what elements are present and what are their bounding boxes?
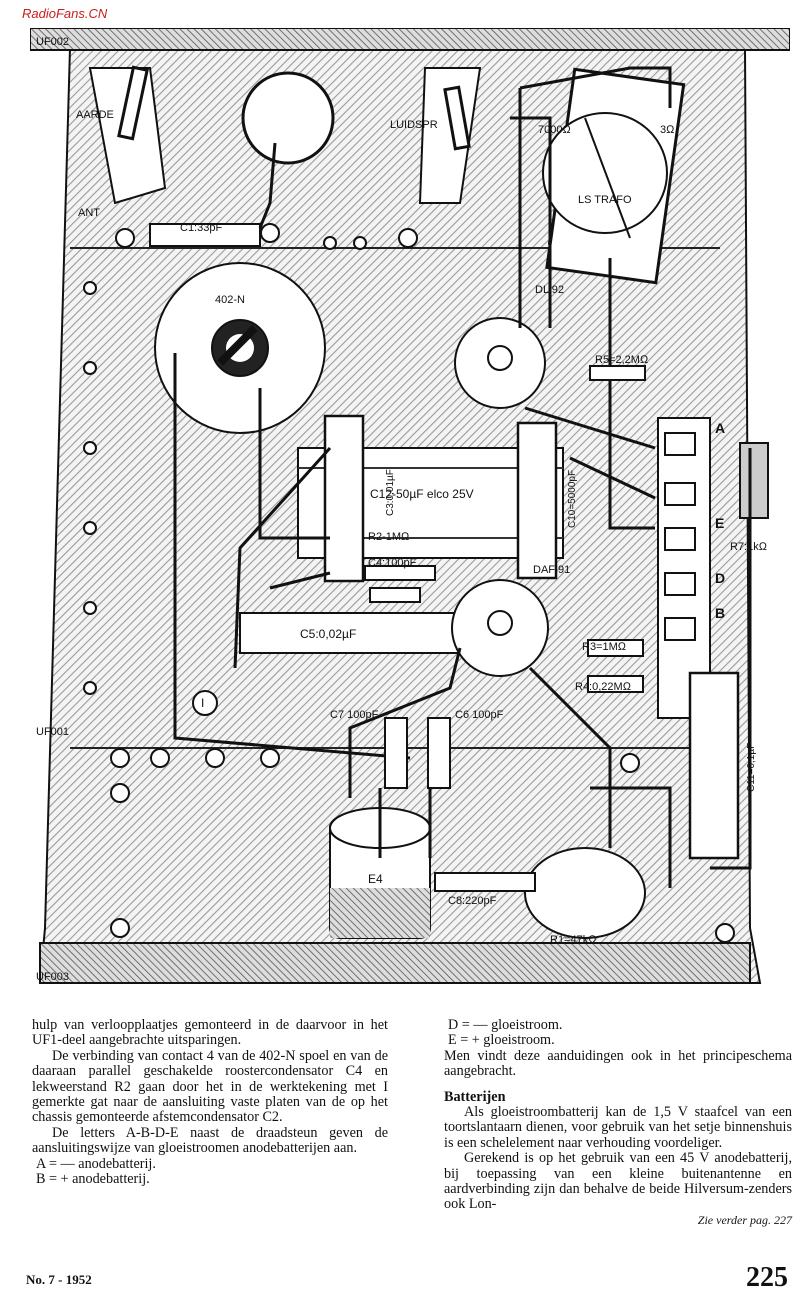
chassis-wiring-diagram: UF002 AARDE LUIDSPR ANT C1:33pF 402-N 70… bbox=[30, 28, 790, 984]
paragraph: hulp van verloopplaatjes gemonteerd in d… bbox=[32, 1017, 388, 1049]
label-r4: R4:0,22MΩ bbox=[575, 681, 632, 693]
c11-capacitor bbox=[688, 671, 740, 860]
watermark: RadioFans.CN bbox=[22, 6, 108, 21]
label-r3: R3=1MΩ bbox=[582, 641, 627, 653]
label-coil: 402-N bbox=[215, 294, 245, 306]
i-hole bbox=[192, 690, 218, 716]
left-column: hulp van verloopplaatjes gemonteerd in d… bbox=[32, 1017, 388, 1188]
label-r2: R2-1MΩ bbox=[368, 531, 410, 543]
label-uf001: UF001 bbox=[36, 726, 69, 738]
list-item: A = — anodebatterij. bbox=[36, 1155, 156, 1172]
chassis-rear-flange bbox=[30, 28, 790, 51]
label-c4: C4:100pF bbox=[368, 557, 417, 569]
label-ant: ANT bbox=[78, 207, 100, 219]
label-3ohm: 3Ω bbox=[660, 124, 675, 136]
luidspr-socket bbox=[418, 67, 482, 204]
label-aarde: AARDE bbox=[76, 109, 114, 121]
section-heading: Batterijen bbox=[444, 1088, 506, 1105]
label-7000: 7000Ω bbox=[538, 124, 571, 136]
label-b: B bbox=[715, 605, 725, 621]
label-c3: C3:0,01µF bbox=[385, 469, 396, 516]
right-column: D = — gloeistroom. E = + gloeistroom. Me… bbox=[444, 1017, 792, 1228]
continued-note: Zie verder pag. 227 bbox=[697, 1212, 792, 1227]
label-dl92: DL 92 bbox=[535, 284, 564, 296]
label-i: I bbox=[201, 696, 204, 710]
ls-transformer bbox=[542, 67, 686, 285]
label-luidspr: LUIDSPR bbox=[390, 119, 438, 131]
label-e: E bbox=[715, 515, 724, 531]
page-number: 225 bbox=[746, 1262, 788, 1293]
label-e4: E4 bbox=[368, 872, 383, 886]
label-c6: C6 100pF bbox=[455, 709, 504, 721]
label-c5: C5:0,02µF bbox=[300, 627, 356, 641]
paragraph: Als gloeistroombatterij kan de 1,5 V sta… bbox=[444, 1104, 792, 1151]
list-item: B = + anodebatterij. bbox=[36, 1171, 150, 1188]
label-c10: C10=5000pF bbox=[567, 470, 578, 528]
paragraph: Gerekend is op het gebruik van een 45 V … bbox=[444, 1150, 792, 1213]
r7-resistor bbox=[739, 442, 769, 519]
issue-label: No. 7 - 1952 bbox=[26, 1272, 92, 1287]
paragraph: De letters A-B-D-E naast de draadsteun g… bbox=[32, 1124, 388, 1157]
r1-socket bbox=[524, 847, 646, 939]
label-daf91: DAF 91 bbox=[533, 564, 570, 576]
chassis-front-flange bbox=[39, 942, 751, 984]
label-c12: C12-50µF elco 25V bbox=[370, 487, 474, 501]
label-c11: C11=0,1µF bbox=[746, 743, 757, 792]
label-d: D bbox=[715, 570, 725, 586]
list-item: D = — gloeistroom. bbox=[448, 1017, 563, 1033]
coil-402n bbox=[154, 262, 326, 434]
c1-capacitor bbox=[149, 223, 261, 247]
terminal-strip bbox=[657, 417, 711, 719]
anode-list: A = — anodebatterij. B = + anodebatterij… bbox=[32, 1155, 388, 1188]
label-uf002: UF002 bbox=[36, 36, 69, 48]
label-r7: R7:1kΩ bbox=[730, 541, 768, 553]
filament-list: D = — gloeistroom. E = + gloeistroom. bbox=[444, 1017, 792, 1049]
label-a: A bbox=[715, 420, 725, 436]
daf91-socket bbox=[451, 579, 549, 677]
label-c8: C8:220pF bbox=[448, 895, 497, 907]
label-r1: R1=47kΩ bbox=[550, 934, 597, 946]
aarde-socket bbox=[88, 65, 167, 205]
paragraph: Men vindt deze aanduidingen ook in het p… bbox=[444, 1047, 792, 1080]
label-c7: C7 100pF bbox=[330, 709, 379, 721]
label-uf003: UF003 bbox=[36, 971, 69, 983]
label-c1: C1:33pF bbox=[180, 222, 222, 234]
list-item: E = + gloeistroom. bbox=[448, 1032, 555, 1049]
e4-component bbox=[329, 807, 431, 939]
c10-capacitor bbox=[516, 421, 558, 580]
label-trafo: LS TRAFO bbox=[578, 194, 632, 206]
c8-capacitor bbox=[434, 872, 536, 892]
label-r5: R5=2,2MΩ bbox=[595, 354, 649, 366]
dl92-socket bbox=[454, 317, 546, 409]
loudspeaker-hole bbox=[241, 71, 335, 165]
c3-capacitor bbox=[323, 414, 365, 583]
paragraph: De verbinding van contact 4 van de 402-N… bbox=[32, 1047, 388, 1126]
